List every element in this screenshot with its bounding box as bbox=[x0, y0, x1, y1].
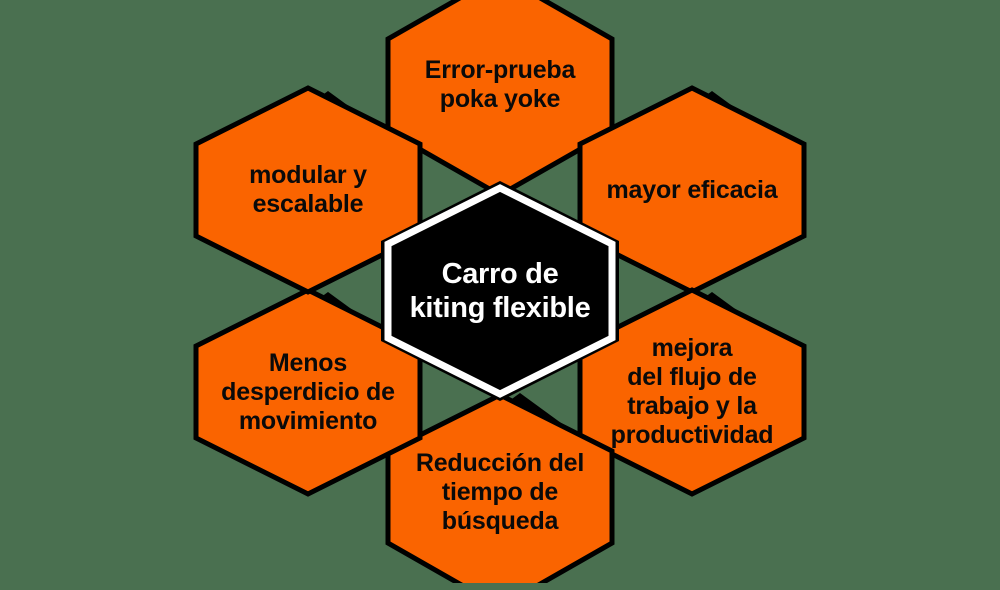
center-hex-white-ring bbox=[384, 184, 616, 398]
hexagon-node-layer bbox=[193, 0, 807, 583]
hex-label-search-time: Reducción del tiempo de búsqueda bbox=[415, 449, 585, 535]
hex-label-box-center: Carro de kiting flexible bbox=[388, 190, 612, 394]
hex-node-modular-scalable[interactable] bbox=[193, 85, 423, 295]
hex-label-modular-scalable: modular y escalable bbox=[249, 161, 367, 218]
hex-label-box-modular-scalable: modular y escalable bbox=[196, 88, 420, 292]
hex-label-box-error-proofing: Error-prueba poka yoke bbox=[388, 0, 612, 195]
hex-label-less-motion-waste: Menos desperdicio de movimiento bbox=[221, 348, 395, 435]
hex-label-box-greater-efficacy: mayor eficacia bbox=[580, 88, 804, 292]
hex-label-box-workflow-productivity: mejora del flujo de trabajo y la product… bbox=[580, 290, 804, 494]
hex-label-greater-efficacy: mayor eficacia bbox=[606, 175, 778, 204]
hex-label-workflow-productivity: mejora del flujo de trabajo y la product… bbox=[610, 334, 774, 449]
center-hex-core[interactable] bbox=[393, 193, 607, 389]
center-hexagon-group bbox=[381, 181, 619, 401]
hex-label-error-proofing: Error-prueba poka yoke bbox=[424, 56, 576, 113]
center-hexagon-label: Carro de kiting flexible bbox=[409, 258, 591, 324]
